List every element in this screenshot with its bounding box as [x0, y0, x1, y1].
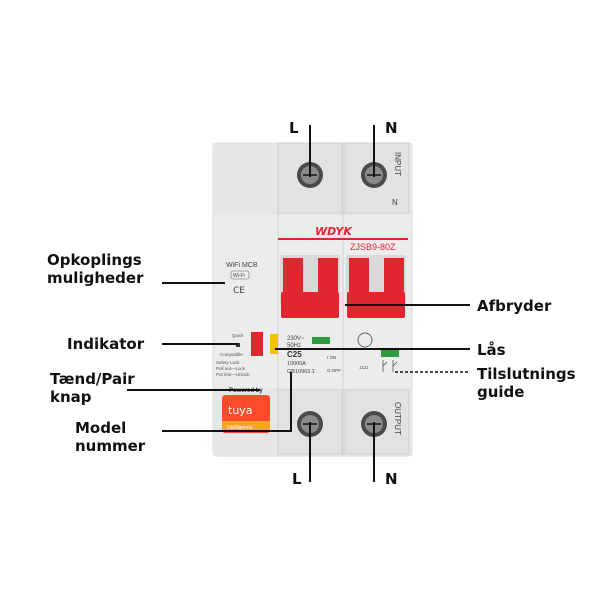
terminal-label-top-right: N: [385, 119, 398, 137]
callout-connection-options: Opkoplings muligheder: [47, 251, 144, 287]
brand-logo: WDYK: [315, 225, 353, 238]
compatible-text: Compatible: [220, 352, 243, 357]
wifi-mcb-label: WiFi MCB: [226, 262, 258, 269]
callout-switch: Afbryder: [477, 297, 551, 315]
terminal-label-bottom-left: L: [292, 470, 302, 488]
callout-indicator: Indikator: [67, 335, 144, 353]
callout-on-pair-button: Tænd/Pair knap: [50, 370, 135, 406]
safety-line-3: Put into—Unlock: [216, 372, 250, 377]
quick-text: Quick: [232, 333, 244, 338]
tuya-logo: tuya: [228, 404, 253, 417]
ce-mark: CE: [233, 286, 245, 296]
callout-connection-guide: Tilslutnings guide: [477, 365, 576, 401]
on-text: I ON: [327, 355, 336, 360]
safety-line-1: Safety Lock: [216, 360, 240, 365]
rating-current: C25: [287, 350, 302, 359]
switch-handle-left: [280, 255, 340, 318]
terminal-label-top-left: L: [289, 119, 299, 137]
rating-voltage: 230V~: [287, 336, 305, 342]
output-label: OUTPUT: [393, 402, 402, 435]
green-window-left: [312, 337, 330, 344]
breaking-capacity: 10000A: [287, 361, 306, 367]
off-text: O OFF: [327, 368, 341, 373]
callout-model-number: Model nummer: [75, 419, 145, 455]
cert-number: 1121: [359, 365, 369, 370]
model-code: ZJSB9-80Z: [350, 242, 396, 252]
input-label: INPUT: [393, 152, 402, 176]
green-window-right: [381, 350, 399, 357]
input-n-label: N: [392, 198, 398, 207]
switch-handle-right: [346, 255, 406, 318]
wifi-badge: Wi-Fi: [233, 273, 245, 279]
callout-lock: Lås: [477, 341, 506, 359]
terminal-label-bottom-right: N: [385, 470, 398, 488]
pair-button: [251, 332, 263, 356]
lock-tab: [270, 334, 278, 354]
safety-line-2: Pull out—Lock: [216, 366, 246, 371]
brand-underline: [278, 238, 408, 240]
